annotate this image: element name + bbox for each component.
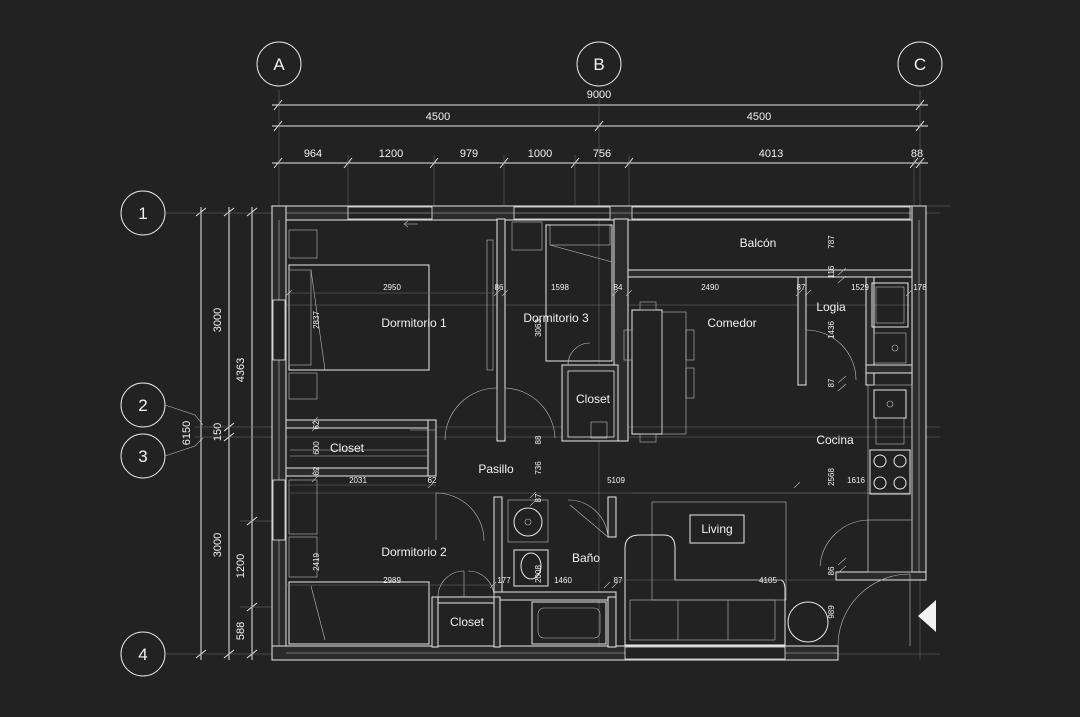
svg-text:3063: 3063 xyxy=(534,319,543,337)
svg-text:989: 989 xyxy=(827,605,836,619)
doors xyxy=(410,329,911,647)
svg-text:600: 600 xyxy=(312,441,321,455)
room-label-dormitorio-3: Dormitorio 3 xyxy=(523,311,589,325)
svg-text:1460: 1460 xyxy=(554,576,572,585)
grid-bubble-B: B xyxy=(576,41,622,87)
entry-arrow-icon xyxy=(918,600,936,632)
svg-text:964: 964 xyxy=(304,148,322,160)
room-label-dormitorio-2: Dormitorio 2 xyxy=(381,545,447,559)
top-dimension-parts: 964 1200 979 1000 756 4013 88 xyxy=(272,148,928,169)
svg-text:2989: 2989 xyxy=(383,576,401,585)
top-dimension-halves: 4500 4500 xyxy=(272,111,928,132)
svg-text:88: 88 xyxy=(534,435,543,444)
svg-text:2008: 2008 xyxy=(534,565,543,583)
svg-text:1200: 1200 xyxy=(235,554,247,578)
dining-table xyxy=(623,301,695,443)
laundry xyxy=(871,282,909,364)
bed-dormitorio-2 xyxy=(288,479,430,645)
svg-text:150: 150 xyxy=(212,423,224,441)
svg-text:3: 3 xyxy=(138,447,147,466)
grid-bubble-1: 1 xyxy=(120,190,166,236)
svg-text:B: B xyxy=(593,55,604,74)
grid-bubble-2: 2 xyxy=(120,382,166,428)
svg-text:178: 178 xyxy=(913,283,927,292)
svg-text:87: 87 xyxy=(534,493,543,502)
svg-text:1598: 1598 xyxy=(551,283,569,292)
svg-text:3000: 3000 xyxy=(212,308,224,332)
svg-text:4500: 4500 xyxy=(747,111,771,123)
svg-text:4363: 4363 xyxy=(235,358,247,382)
svg-text:979: 979 xyxy=(460,148,478,160)
svg-text:1000: 1000 xyxy=(528,148,552,160)
left-dimension-total: 6150 xyxy=(181,207,207,660)
room-label-pasillo: Pasillo xyxy=(478,462,514,476)
grid-bubble-4: 4 xyxy=(120,631,166,677)
svg-text:6150: 6150 xyxy=(181,421,193,445)
room-label-closet-d3: Closet xyxy=(576,392,611,406)
svg-text:4105: 4105 xyxy=(759,576,777,585)
svg-text:1200: 1200 xyxy=(379,148,403,160)
room-label-closet-d2: Closet xyxy=(450,615,485,629)
svg-text:1436: 1436 xyxy=(827,321,836,339)
grid-bubble-A: A xyxy=(256,41,302,87)
svg-text:5109: 5109 xyxy=(607,476,625,485)
svg-text:2837: 2837 xyxy=(312,311,321,329)
svg-text:2: 2 xyxy=(138,396,147,415)
svg-text:116: 116 xyxy=(827,265,836,278)
svg-text:2950: 2950 xyxy=(383,283,401,292)
svg-text:2419: 2419 xyxy=(312,553,321,571)
svg-text:62: 62 xyxy=(312,466,321,475)
svg-text:3000: 3000 xyxy=(212,533,224,557)
svg-text:86: 86 xyxy=(827,566,836,575)
room-label-logia: Logia xyxy=(816,300,846,314)
svg-text:88: 88 xyxy=(911,148,923,160)
room-label-cocina: Cocina xyxy=(816,433,854,447)
svg-text:1: 1 xyxy=(138,204,147,223)
room-label-living: Living xyxy=(701,522,732,536)
svg-text:756: 756 xyxy=(593,148,611,160)
grid-bubble-3: 3 xyxy=(120,433,166,479)
exterior-walls xyxy=(271,205,927,661)
room-label-bano: Baño xyxy=(572,551,600,565)
svg-text:87: 87 xyxy=(614,576,623,585)
left-dimension-parts-b: 4363 1200 588 xyxy=(235,207,258,660)
svg-text:787: 787 xyxy=(827,235,836,249)
bed-dormitorio-1 xyxy=(288,229,430,400)
svg-text:588: 588 xyxy=(235,622,247,640)
grid-bubble-C: C xyxy=(897,41,943,87)
room-label-comedor: Comedor xyxy=(707,316,756,330)
room-label-dormitorio-1: Dormitorio 1 xyxy=(381,316,447,330)
living-area xyxy=(624,501,829,646)
svg-text:62: 62 xyxy=(428,476,437,485)
svg-text:2031: 2031 xyxy=(349,476,367,485)
svg-text:87: 87 xyxy=(797,283,806,292)
left-dimension-parts-a: 3000 150 3000 xyxy=(212,207,235,660)
svg-text:86: 86 xyxy=(495,283,504,292)
svg-text:1616: 1616 xyxy=(847,476,865,485)
svg-text:62: 62 xyxy=(312,420,321,429)
bathroom-fixtures xyxy=(507,499,607,645)
kitchen-counter xyxy=(867,384,913,573)
svg-text:2490: 2490 xyxy=(701,283,719,292)
svg-text:2568: 2568 xyxy=(827,468,836,486)
inner-dimensions: 2950 2837 86 1598 3063 84 2490 87 787 11… xyxy=(286,235,927,619)
svg-text:87: 87 xyxy=(827,378,836,387)
room-label-balcon: Balcón xyxy=(740,236,777,250)
svg-text:1529: 1529 xyxy=(851,283,869,292)
bed-dormitorio-3 xyxy=(511,221,613,439)
svg-text:C: C xyxy=(914,55,926,74)
svg-text:A: A xyxy=(273,55,285,74)
svg-text:736: 736 xyxy=(534,461,543,475)
svg-text:84: 84 xyxy=(614,283,623,292)
svg-text:4013: 4013 xyxy=(759,148,783,160)
top-dimension-total: 9000 xyxy=(272,89,928,111)
svg-text:4500: 4500 xyxy=(426,111,450,123)
room-label-closet-pasillo: Closet xyxy=(330,441,365,455)
svg-text:4: 4 xyxy=(138,645,147,664)
svg-text:177: 177 xyxy=(497,576,511,585)
